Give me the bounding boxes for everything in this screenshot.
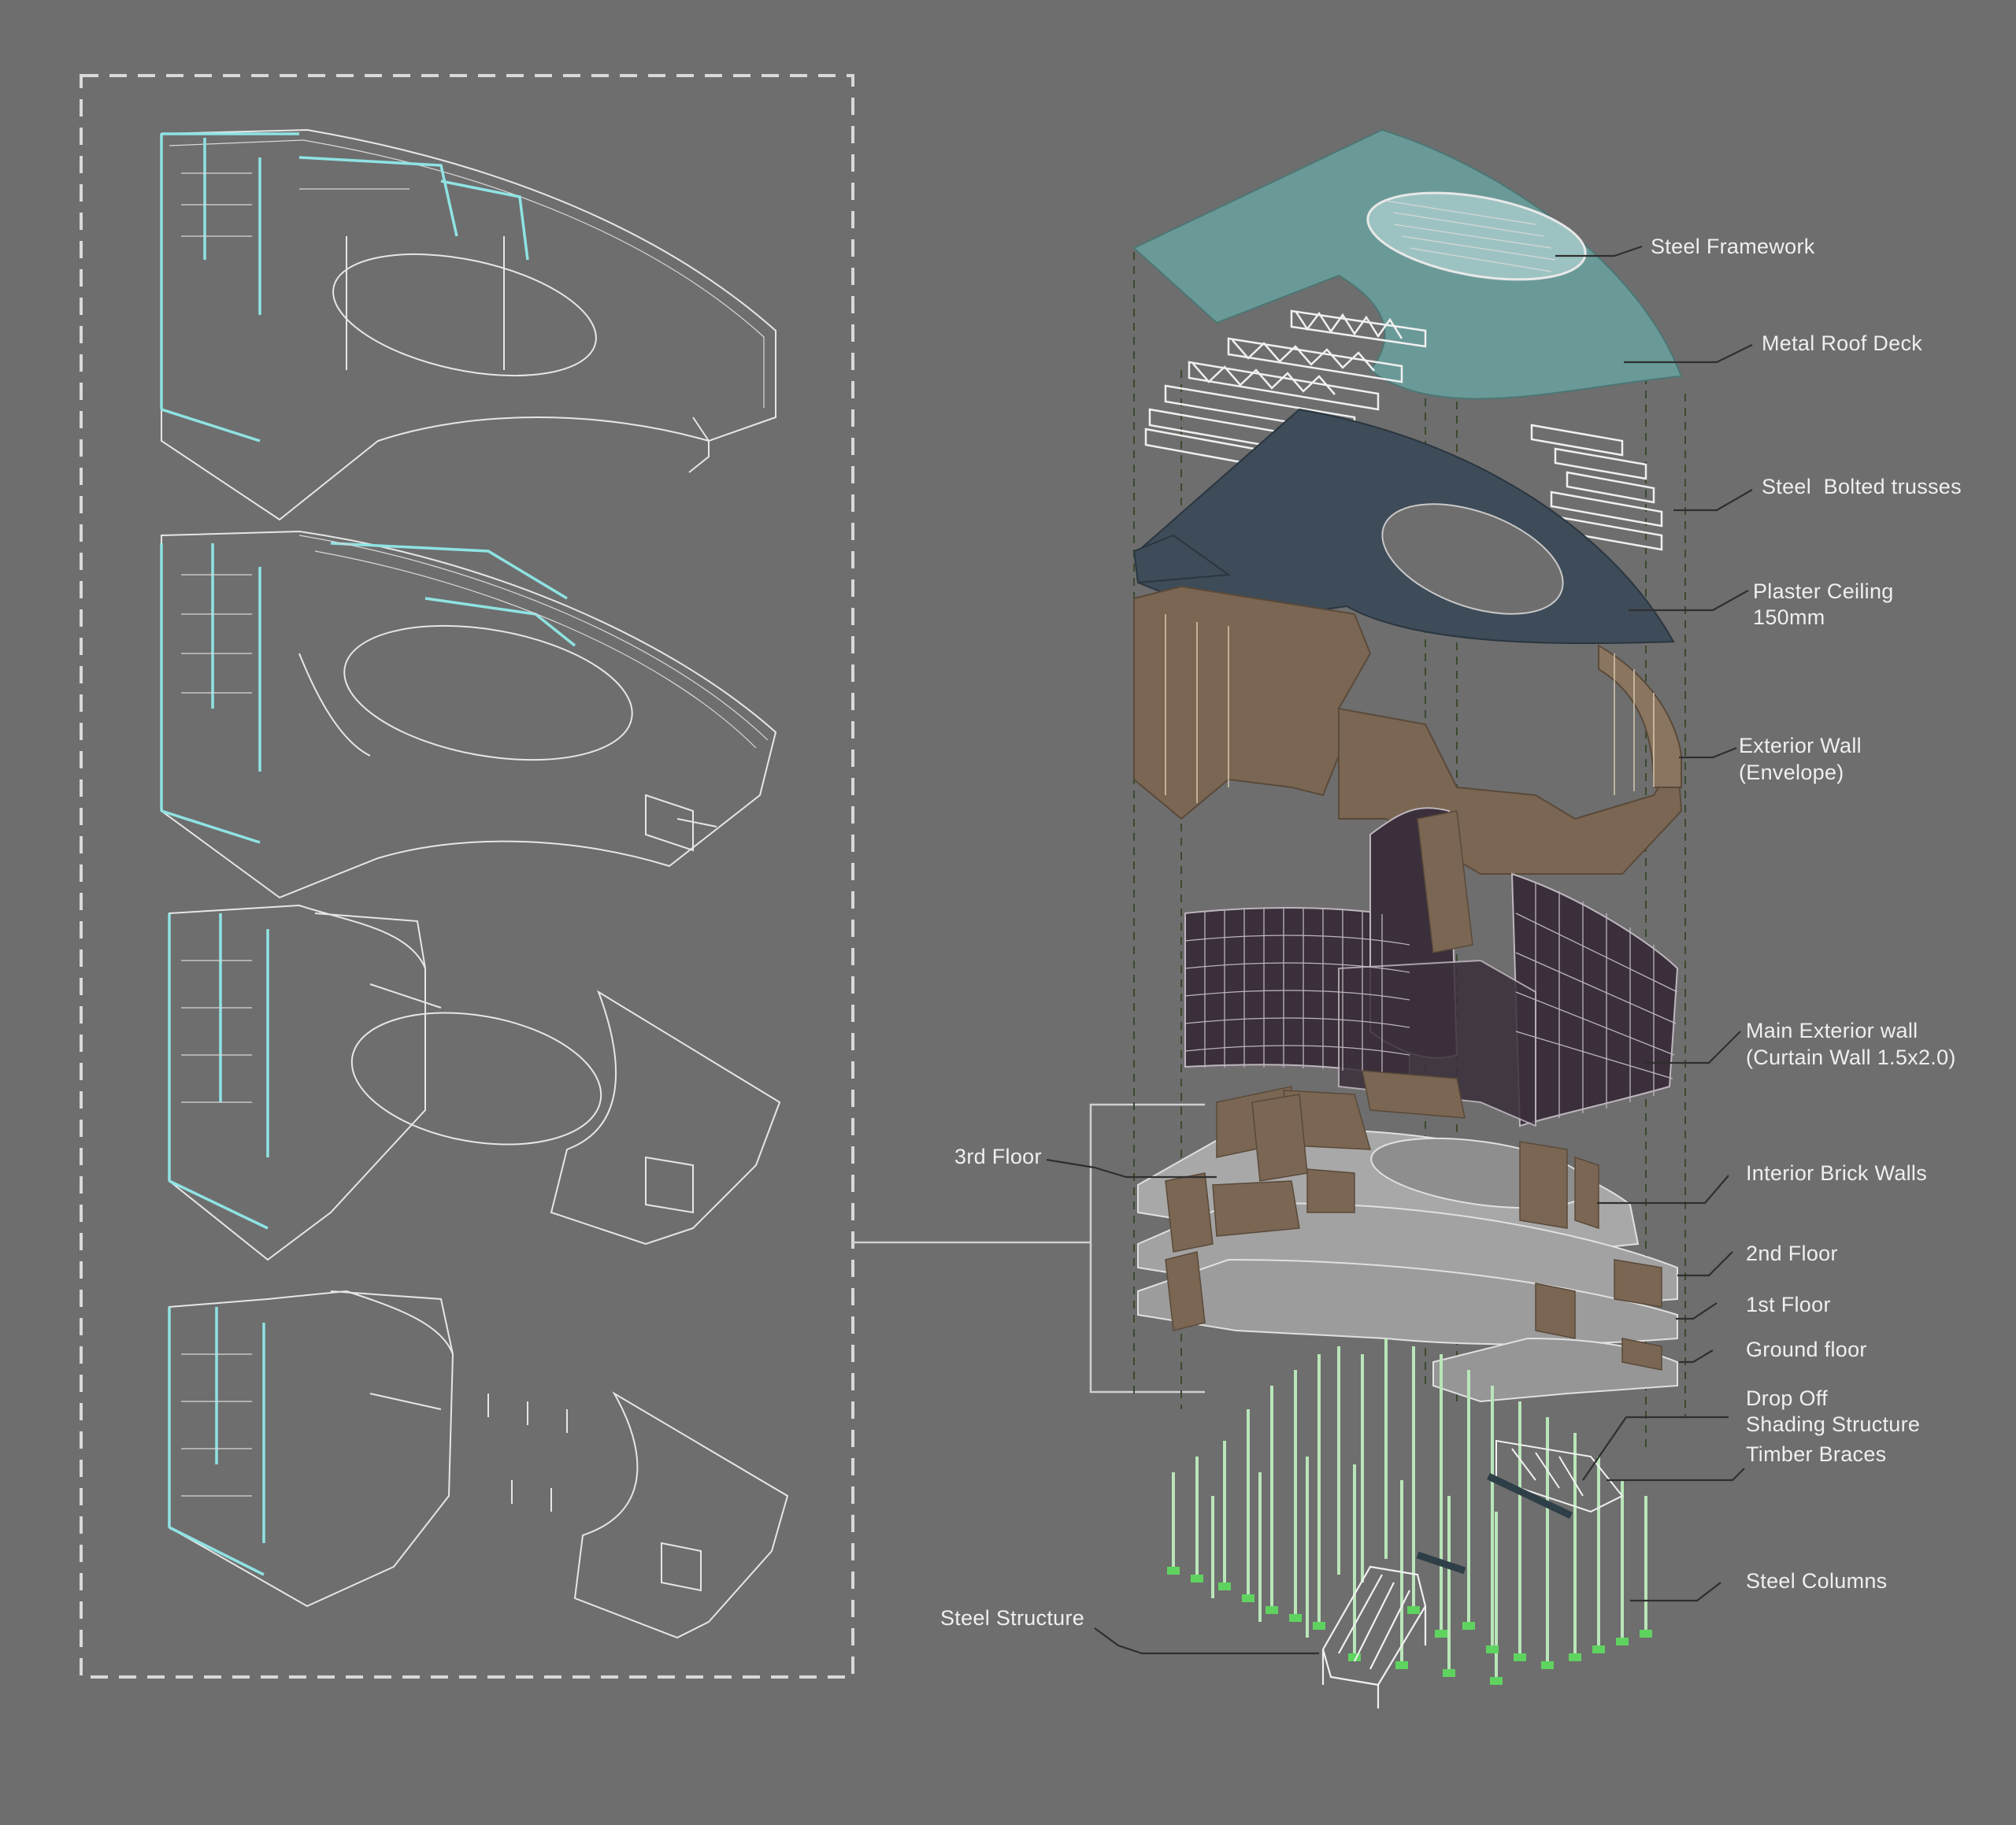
label-main-exterior-wall: Main Exterior wall (1746, 1019, 1918, 1042)
steel-structure-frame (1321, 1565, 1427, 1708)
label-plaster-ceiling-thickness: 150mm (1753, 605, 1825, 629)
dashed-frame (80, 74, 854, 1679)
leader-lines (1046, 245, 1753, 1655)
floor-bracket (1089, 1103, 1205, 1394)
label-plaster-ceiling: Plaster Ceiling (1753, 579, 1894, 603)
timber-braces (1487, 1472, 1573, 1520)
label-drop-off: Drop Off (1746, 1386, 1828, 1410)
label-timber-braces: Timber Braces (1746, 1442, 1886, 1466)
interior-brick-walls (1165, 1070, 1662, 1371)
steel-columns (1172, 1338, 1647, 1677)
label-steel-bolted-trusses: Steel Bolted trusses (1762, 475, 1962, 498)
label-exterior-wall-envelope: (Envelope) (1739, 761, 1844, 784)
label-curtain-wall-spec: (Curtain Wall 1.5x2.0) (1746, 1046, 1956, 1069)
label-steel-columns: Steel Columns (1746, 1569, 1887, 1593)
label-shading-structure: Shading Structure (1746, 1412, 1920, 1436)
floor-plan-second-level (160, 530, 777, 899)
label-2nd-floor: 2nd Floor (1746, 1242, 1838, 1265)
exploded-building (1132, 128, 1686, 1708)
floor-plan-roof-level (160, 128, 776, 521)
label-steel-framework: Steel Framework (1651, 235, 1815, 258)
label-ground-floor: Ground floor (1746, 1338, 1867, 1361)
metal-roof-deck (1132, 128, 1683, 400)
floor-plan-ground-level (168, 1290, 789, 1639)
steel-bolted-trusses-left (1144, 309, 1427, 470)
label-steel-structure: Steel Structure (940, 1606, 1084, 1630)
column-footings (1167, 1567, 1652, 1685)
label-metal-roof-deck: Metal Roof Deck (1762, 331, 1922, 355)
label-1st-floor: 1st Floor (1746, 1293, 1831, 1316)
floor-plan-first-level (168, 904, 781, 1261)
callout-labels: Steel Framework Metal Roof Deck Steel Bo… (940, 235, 1962, 1630)
label-exterior-wall: Exterior Wall (1739, 734, 1862, 757)
label-3rd-floor: 3rd Floor (954, 1145, 1042, 1168)
shading-structure (1495, 1439, 1624, 1513)
floor-plans-panel (80, 74, 854, 1679)
label-interior-brick-walls: Interior Brick Walls (1746, 1161, 1927, 1185)
